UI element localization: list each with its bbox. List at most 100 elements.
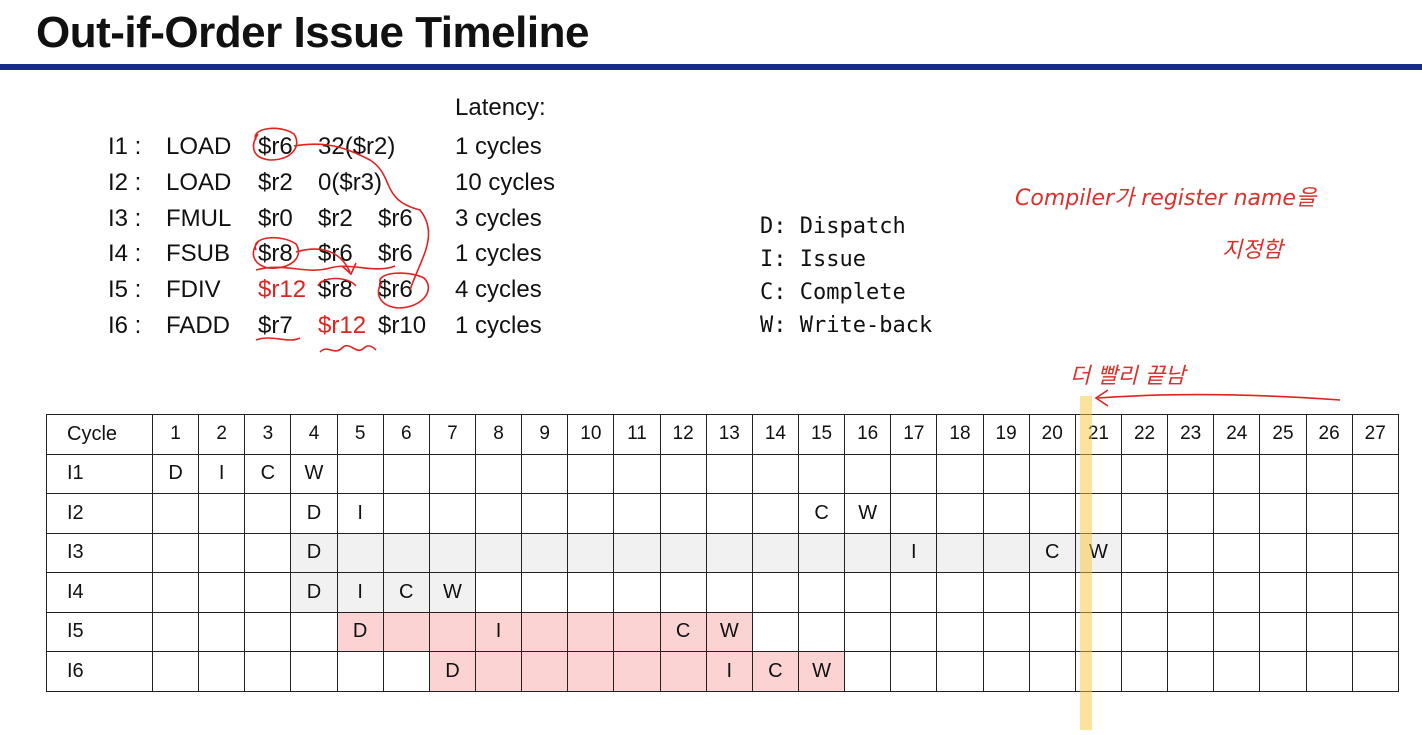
- cycle-number: 7: [428, 414, 476, 455]
- timeline-cell: [844, 532, 892, 573]
- timeline-cell: [844, 453, 892, 494]
- instruction-src1: $r12: [318, 312, 367, 339]
- cycle-number: 19: [982, 414, 1030, 455]
- timeline-cell: [613, 493, 661, 534]
- instruction-id: I6 :: [108, 312, 142, 339]
- instruction-dst: $r7: [258, 312, 293, 339]
- timeline-cell: [1351, 493, 1399, 534]
- timeline-cell: [567, 532, 615, 573]
- timeline-cell: [1259, 611, 1307, 652]
- timeline-cell: [290, 651, 338, 692]
- timeline-cell: [1305, 532, 1353, 573]
- timeline-cell: [1028, 572, 1076, 613]
- timeline-cell: [1028, 493, 1076, 534]
- timeline-cell: [474, 493, 523, 534]
- timeline-cell: [1074, 572, 1122, 613]
- cycle-number: 8: [474, 414, 523, 455]
- timeline-cell: C: [382, 572, 430, 613]
- cycle-number: 13: [705, 414, 753, 455]
- timeline-row-label: I3: [46, 532, 153, 573]
- cycle-number: 14: [751, 414, 799, 455]
- timeline-cell: [521, 651, 569, 692]
- timeline-cell: [474, 651, 523, 692]
- timeline-cell: [1120, 532, 1169, 573]
- timeline-cell: [844, 651, 892, 692]
- cycle-number: 24: [1213, 414, 1261, 455]
- instruction-dst: $r2: [258, 168, 293, 196]
- timeline-cell: [1213, 651, 1261, 692]
- timeline-cell: [474, 453, 523, 494]
- instruction-src2: $r6: [378, 276, 413, 304]
- timeline-cell: [151, 532, 200, 573]
- timeline-cell: W: [705, 611, 753, 652]
- timeline-cell: [244, 572, 292, 613]
- cycle-number: 17: [890, 414, 938, 455]
- timeline-cell: [1259, 572, 1307, 613]
- finish-earlier-note: 더 빨리 끝남: [1070, 364, 1186, 389]
- timeline-cell: [428, 453, 476, 494]
- timeline-cell: [474, 532, 523, 573]
- cycle-number: 26: [1305, 414, 1353, 455]
- timeline-cell: [797, 611, 846, 652]
- timeline-cell: [890, 453, 938, 494]
- timeline-cell: [244, 493, 292, 534]
- timeline-cell: [290, 611, 338, 652]
- timeline-cell: I: [474, 611, 523, 652]
- timeline-cell: D: [336, 611, 384, 652]
- timeline-cell: [151, 572, 200, 613]
- instruction-src1: $r2: [318, 204, 353, 232]
- instruction-id: I2 :: [108, 168, 142, 196]
- timeline-cell: [1074, 453, 1122, 494]
- timeline-cell: [1305, 453, 1353, 494]
- timeline-cell: [982, 611, 1030, 652]
- instruction-latency: 1 cycles: [455, 133, 542, 160]
- timeline-cell: [1351, 611, 1399, 652]
- instruction-src1: $r6: [318, 240, 353, 268]
- timeline-cell: W: [797, 651, 846, 692]
- timeline-cell: [982, 532, 1030, 573]
- timeline-row-label: I1: [46, 453, 153, 494]
- instruction-id: I3 :: [108, 204, 142, 232]
- legend-item: I: Issue: [760, 247, 866, 272]
- timeline-cell: [890, 651, 938, 692]
- instruction-src1: 32($r2): [318, 133, 396, 160]
- timeline-cell: [1213, 611, 1261, 652]
- timeline-cell: [751, 493, 799, 534]
- timeline-cell: [659, 651, 707, 692]
- timeline-cell: [613, 532, 661, 573]
- cycle-number: 27: [1351, 414, 1399, 455]
- timeline-row-label: I2: [46, 493, 153, 534]
- timeline-row-label: I5: [46, 611, 153, 652]
- timeline-cell: D: [290, 572, 338, 613]
- timeline-cell: [382, 453, 430, 494]
- timeline-cell: [244, 651, 292, 692]
- timeline-cell: [198, 572, 246, 613]
- timeline-cell: D: [428, 651, 476, 692]
- latency-header: Latency:: [455, 94, 546, 121]
- timeline-cell: [1167, 493, 1215, 534]
- timeline-cell: [1074, 651, 1122, 692]
- timeline-cell: [521, 453, 569, 494]
- cycle-number: 22: [1120, 414, 1169, 455]
- timeline-cell: [890, 611, 938, 652]
- timeline-cell: W: [1074, 532, 1122, 573]
- page-title: Out-if-Order Issue Timeline: [36, 8, 589, 57]
- instruction-latency: 10 cycles: [455, 168, 556, 196]
- timeline-cell: [1213, 493, 1261, 534]
- timeline-cell: [1167, 453, 1215, 494]
- timeline-cell: [382, 611, 430, 652]
- timeline-cell: [1351, 572, 1399, 613]
- timeline-cell: [1305, 493, 1353, 534]
- timeline-cell: [521, 611, 569, 652]
- timeline-cell: [659, 572, 707, 613]
- timeline-cell: [151, 493, 200, 534]
- timeline-cell: [1213, 453, 1261, 494]
- timeline-cell: [1074, 493, 1122, 534]
- timeline-cell: [567, 611, 615, 652]
- instruction-op: FDIV: [166, 276, 221, 304]
- timeline-cell: [198, 611, 246, 652]
- timeline-cell: [613, 651, 661, 692]
